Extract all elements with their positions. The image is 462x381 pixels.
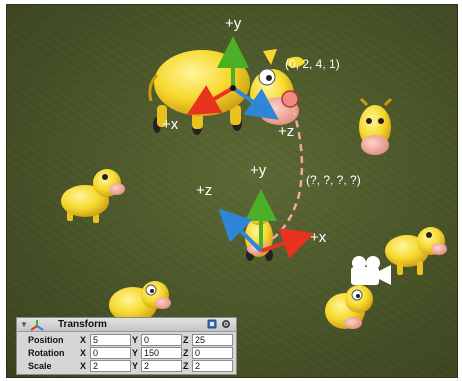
scale-y-field[interactable]: 2 <box>141 360 182 372</box>
gear-icon[interactable] <box>221 319 231 329</box>
scene-viewport[interactable]: +y +x +z (0, 2, 4, 1) +y +z +x (?, ?, ?,… <box>6 4 458 378</box>
rotation-y-letter: Y <box>132 348 139 358</box>
parent-x-axis-label: +x <box>162 116 179 133</box>
rotation-z-field[interactable]: 0 <box>192 347 233 359</box>
position-y-field[interactable]: 0 <box>141 334 182 346</box>
parent-axis-gizmo[interactable] <box>186 36 299 120</box>
position-label: Position <box>28 335 64 345</box>
scene-canvas[interactable]: +y +x +z (0, 2, 4, 1) +y +z +x (?, ?, ?,… <box>7 5 457 377</box>
rotation-x-letter: X <box>80 348 87 358</box>
scale-z-letter: Z <box>183 361 189 371</box>
position-y-letter: Y <box>132 335 139 345</box>
position-x-letter: X <box>80 335 87 345</box>
child-axis-gizmo[interactable] <box>218 189 315 259</box>
transform-axes-icon <box>30 320 44 331</box>
child-y-axis-label: +y <box>250 162 267 179</box>
scale-row: Scale X 2 Y 2 Z 2 <box>17 360 236 373</box>
foldout-triangle-icon[interactable]: ▼ <box>20 320 28 329</box>
parent-coords-label: (0, 2, 4, 1) <box>285 57 340 71</box>
rotation-row: Rotation X 0 Y 150 Z 0 <box>17 347 236 360</box>
position-z-letter: Z <box>183 335 189 345</box>
rotation-y-field[interactable]: 150 <box>141 347 182 359</box>
cow-top-right[interactable] <box>359 97 393 155</box>
scale-x-letter: X <box>80 361 87 371</box>
transform-inspector: ▼ Transform Position X 5 Y 0 Z 25 Rotati… <box>16 317 237 375</box>
cow-bottom-left[interactable] <box>109 281 171 325</box>
parent-child-link <box>262 108 304 247</box>
child-x-axis-label: +x <box>310 229 327 246</box>
scale-y-letter: Y <box>132 361 139 371</box>
inspector-header[interactable]: ▼ Transform <box>17 318 236 332</box>
rotation-x-field[interactable]: 0 <box>90 347 131 359</box>
child-coords-label: (?, ?, ?, ?) <box>306 173 361 187</box>
cow-left[interactable] <box>61 169 125 223</box>
child-z-axis-label: +z <box>196 182 212 199</box>
parent-y-axis-label: +y <box>225 15 242 32</box>
scale-x-field[interactable]: 2 <box>90 360 131 372</box>
scale-label: Scale <box>28 361 52 371</box>
help-book-icon[interactable] <box>207 319 217 329</box>
component-title: Transform <box>58 319 107 330</box>
cow-bottom-right[interactable] <box>325 285 373 329</box>
camera-icon[interactable] <box>351 256 391 285</box>
scale-z-field[interactable]: 2 <box>192 360 233 372</box>
parent-z-axis-label: +z <box>278 123 294 140</box>
rotation-z-letter: Z <box>183 348 189 358</box>
position-x-field[interactable]: 5 <box>90 334 131 346</box>
rotation-label: Rotation <box>28 348 65 358</box>
position-row: Position X 5 Y 0 Z 25 <box>17 334 236 347</box>
cow-right[interactable] <box>385 227 447 275</box>
position-z-field[interactable]: 25 <box>192 334 233 346</box>
